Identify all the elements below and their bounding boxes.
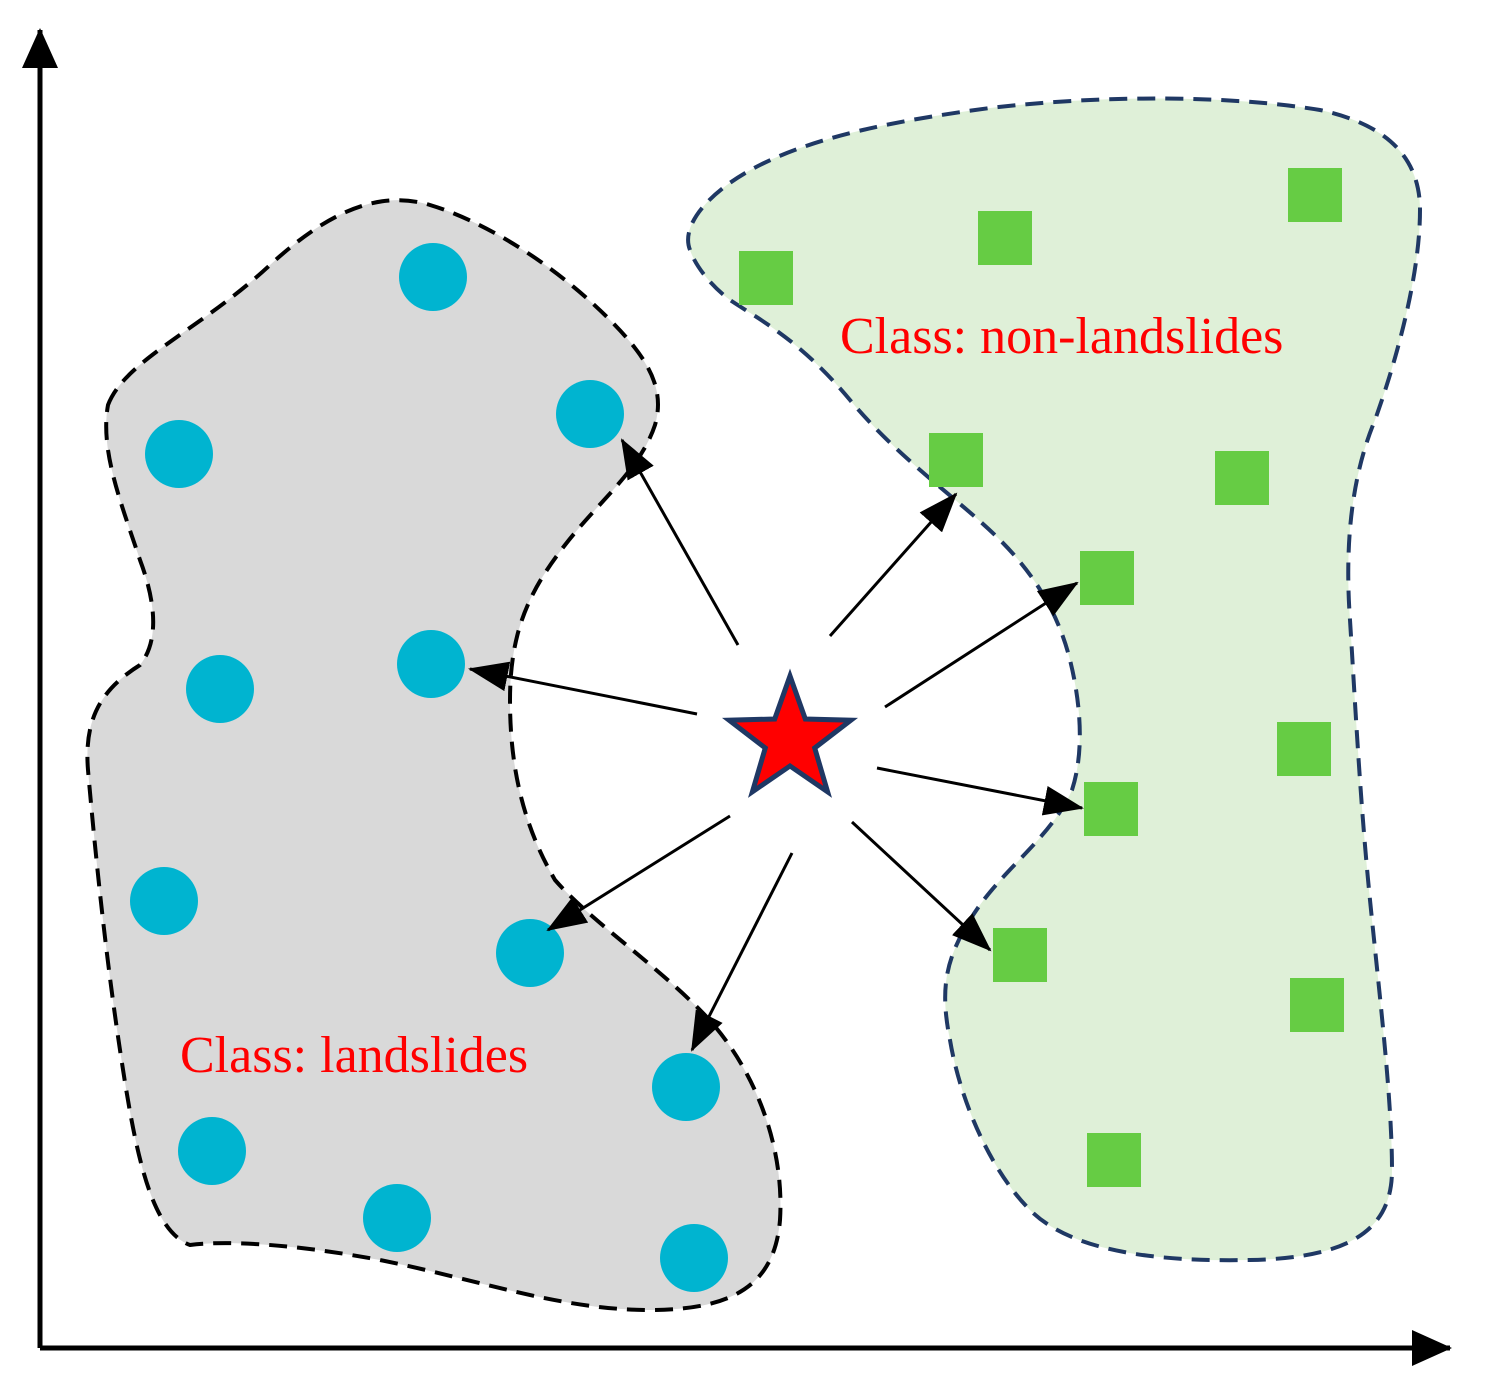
landslide-point — [178, 1117, 246, 1185]
region-labels: Class: landslides Class: non-landslides — [180, 308, 1283, 1084]
neighbor-arrow — [884, 581, 1079, 709]
landslide-points — [130, 243, 728, 1292]
non-landslide-point — [1215, 451, 1269, 505]
non-landslide-point — [929, 433, 983, 487]
neighbor-arrow — [876, 766, 1084, 816]
neighbor-arrow — [690, 852, 794, 1052]
landslides-region — [85, 198, 783, 1313]
landslide-point — [130, 867, 198, 935]
label-landslides: Class: landslides — [180, 1027, 528, 1084]
landslide-point — [363, 1184, 431, 1252]
landslide-point — [556, 380, 624, 448]
non-landslide-point — [1084, 782, 1138, 836]
non-landslides-region — [686, 96, 1423, 1263]
landslide-point — [397, 630, 465, 698]
non-landslide-point — [993, 928, 1047, 982]
neighbor-arrow — [620, 438, 740, 646]
non-landslide-point — [739, 251, 793, 305]
landslide-point — [496, 919, 564, 987]
non-landslide-point — [1080, 551, 1134, 605]
landslide-point — [652, 1053, 720, 1121]
non-landslide-point — [1288, 168, 1342, 222]
star-icon — [721, 668, 859, 798]
non-landslide-point — [1087, 1133, 1141, 1187]
regions — [85, 96, 1423, 1313]
neighbor-arrow — [468, 661, 698, 716]
landslide-point — [145, 420, 213, 488]
axes — [21, 28, 1452, 1366]
non-landslide-points — [739, 168, 1344, 1187]
neighbor-arrow — [850, 820, 992, 952]
landslide-point — [186, 655, 254, 723]
label-non-landslides: Class: non-landslides — [840, 308, 1283, 365]
landslide-point — [660, 1224, 728, 1292]
non-landslide-point — [1290, 978, 1344, 1032]
neighbor-arrow — [546, 814, 731, 932]
neighbor-arrows — [468, 438, 1084, 1052]
non-landslide-point — [978, 211, 1032, 265]
non-landslide-point — [1277, 722, 1331, 776]
query-point — [721, 668, 859, 798]
neighbor-arrow — [828, 492, 958, 637]
landslide-point — [399, 243, 467, 311]
